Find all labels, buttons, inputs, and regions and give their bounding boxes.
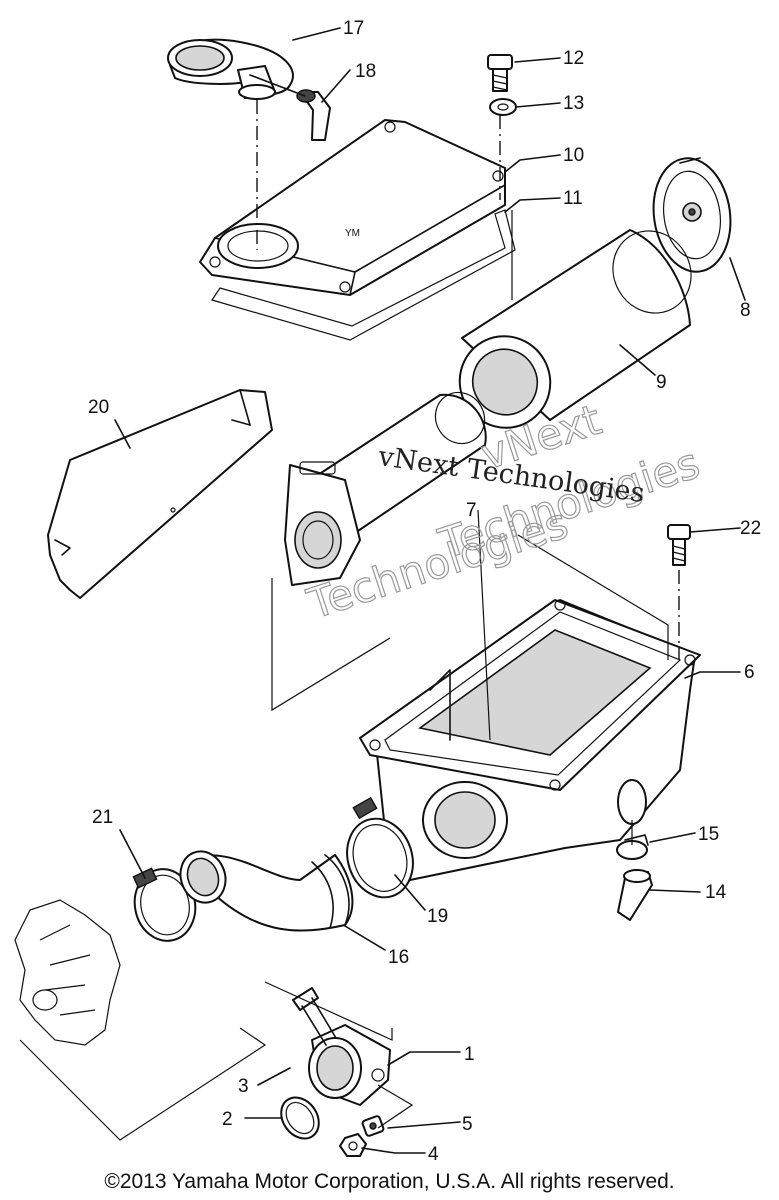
callout-10: 10: [563, 145, 584, 166]
callout-18: 18: [355, 61, 376, 82]
part-2-o-ring: [280, 1096, 320, 1140]
callout-20: 20: [88, 397, 109, 418]
callout-11: 11: [563, 188, 583, 209]
part-18-elbow-hose: [296, 89, 331, 141]
callout-17: 17: [343, 18, 364, 39]
part-4-nut: [339, 1133, 367, 1157]
svg-text:YM: YM: [345, 228, 360, 239]
assembly-line-nuts: [377, 1084, 414, 1129]
leader-lines: [114, 27, 746, 1154]
callout-16: 16: [388, 947, 409, 968]
callout-15: 15: [698, 824, 719, 845]
part-6-airbox-case: [359, 599, 701, 881]
part-12-bolt: [487, 54, 513, 92]
part-7-filter-guide: [284, 391, 487, 586]
callout-3: 3: [238, 1076, 249, 1097]
callout-5: 5: [462, 1114, 473, 1135]
callout-12: 12: [563, 48, 584, 69]
centerline-7-case: [477, 509, 491, 741]
part-8-end-cap: [652, 157, 732, 273]
callout-6: 6: [744, 662, 755, 683]
assembly-line-joint: [19, 981, 393, 1141]
part-1-carb-joint: [308, 1024, 391, 1106]
engine-outline: [14, 899, 121, 1046]
part-17-intake-duct: [167, 38, 294, 100]
callout-7: 7: [466, 500, 477, 521]
part-20-plate: [47, 389, 273, 599]
callout-2: 2: [222, 1109, 233, 1130]
callout-1: 1: [464, 1044, 475, 1065]
callout-19: 19: [427, 906, 448, 927]
part-22-bolt: [667, 524, 691, 566]
part-5-nut: [361, 1115, 385, 1137]
callout-14: 14: [705, 882, 727, 903]
centerline-filter-case: [517, 534, 669, 660]
callout-21: 21: [92, 807, 113, 828]
part-9-filter-element: [458, 229, 692, 429]
callout-22: 22: [740, 518, 761, 539]
callout-4: 4: [428, 1144, 439, 1165]
callout-9: 9: [656, 372, 667, 393]
part-13-washer: [489, 98, 517, 116]
part-16-joint-hose: [179, 850, 354, 932]
callout-8: 8: [740, 300, 751, 321]
part-10-airbox-cover: YM: [199, 119, 506, 296]
copyright-notice: ©2013 Yamaha Motor Corporation, U.S.A. A…: [104, 1170, 675, 1193]
leader-17-18: [249, 74, 306, 97]
part-14-drain-hose: [617, 869, 653, 921]
callout-13: 13: [563, 93, 584, 114]
assembly-line-guide: [271, 578, 391, 712]
part-11-gasket: [211, 209, 516, 341]
